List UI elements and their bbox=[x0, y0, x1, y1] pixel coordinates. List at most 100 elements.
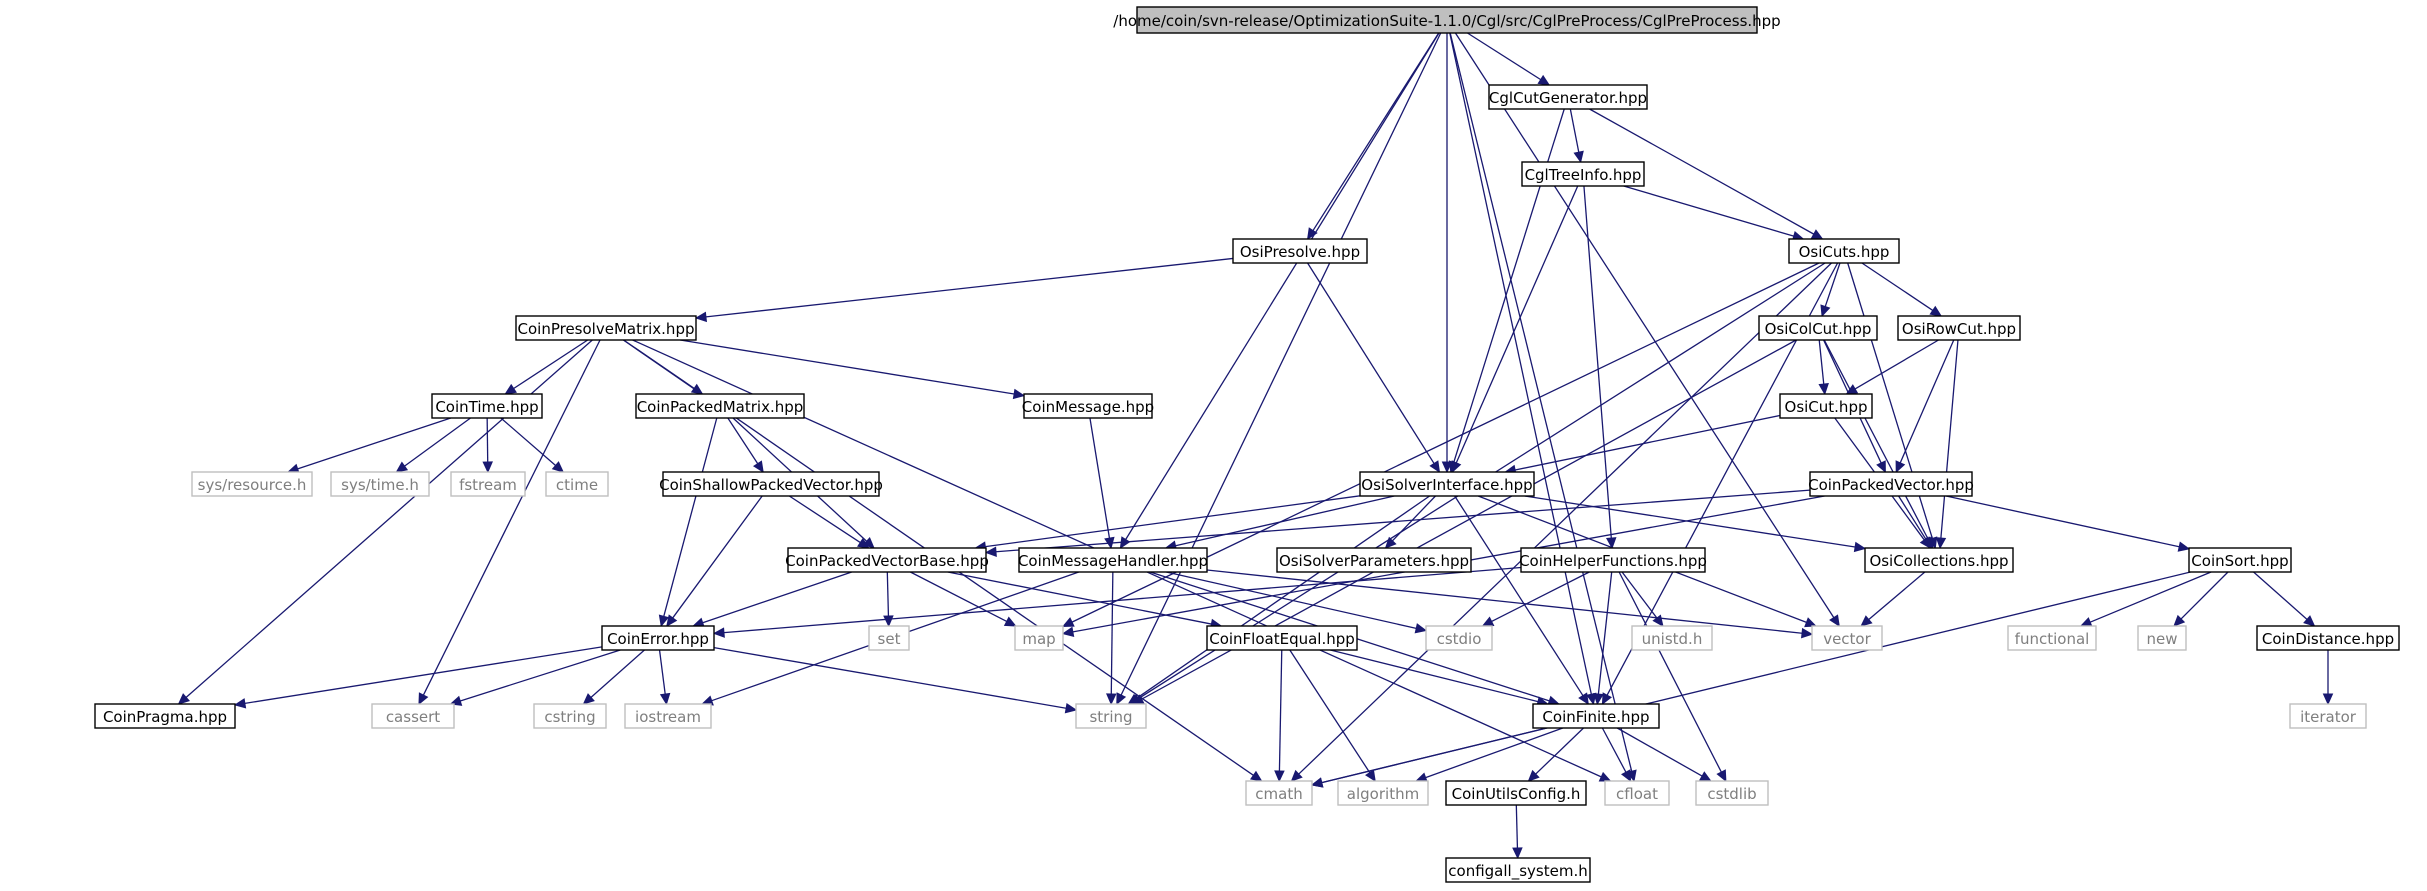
edge-line bbox=[1818, 339, 1825, 385]
node-label: CoinError.hpp bbox=[607, 630, 709, 648]
edge-line bbox=[1454, 32, 1835, 618]
node-coin-finite[interactable]: CoinFinite.hpp bbox=[1532, 703, 1660, 729]
node-box bbox=[1864, 547, 2014, 573]
arrowhead bbox=[2303, 615, 2316, 627]
edge-coin-sort-to-new bbox=[2173, 571, 2229, 627]
node-coin-sort[interactable]: CoinSort.hpp bbox=[2188, 547, 2292, 573]
edge-coin-helper-functions-to-cstdio bbox=[1481, 571, 1590, 627]
node-box bbox=[2137, 625, 2187, 651]
arrowhead bbox=[659, 692, 671, 706]
edge-line bbox=[723, 566, 1522, 634]
node-box bbox=[1488, 84, 1648, 110]
node-configall-system[interactable]: configall_system.h bbox=[1445, 857, 1591, 883]
node-osi-collections[interactable]: OsiCollections.hpp bbox=[1864, 547, 2014, 573]
node-osi-cut[interactable]: OsiCut.hpp bbox=[1779, 393, 1873, 419]
edge-osi-presolve-to-coin-presolve-matrix bbox=[694, 257, 1234, 323]
node-functional: functional bbox=[2007, 625, 2097, 651]
edge-root-to-osi-solver-interface bbox=[1441, 33, 1453, 474]
edge-line bbox=[1583, 185, 1612, 539]
edge-line bbox=[1166, 571, 1417, 629]
arrowhead bbox=[1290, 769, 1303, 782]
edge-line bbox=[1089, 417, 1111, 539]
edge-line bbox=[1861, 262, 1934, 311]
node-cgl-tree-info[interactable]: CglTreeInfo.hpp bbox=[1521, 161, 1645, 187]
edge-osi-solver-interface-to-string bbox=[1127, 495, 1430, 705]
node-coin-shallow-packed-vector[interactable]: CoinShallowPackedVector.hpp bbox=[659, 471, 883, 497]
node-cgl-cut-generator[interactable]: CglCutGenerator.hpp bbox=[1488, 84, 1648, 110]
node-label: vector bbox=[1823, 630, 1871, 648]
edge-line bbox=[460, 649, 621, 702]
node-coin-distance[interactable]: CoinDistance.hpp bbox=[2256, 625, 2400, 651]
edge-line bbox=[1278, 649, 1283, 772]
node-box bbox=[1276, 547, 1472, 573]
node-osi-row-cut[interactable]: OsiRowCut.hpp bbox=[1897, 315, 2021, 341]
edge-line bbox=[1945, 495, 2180, 548]
edge-line bbox=[244, 646, 603, 705]
edge-coin-shallow-packed-vector-to-coin-packed-vector-base bbox=[788, 495, 870, 549]
graph-nodes: /home/coin/svn-release/OptimizationSuite… bbox=[94, 6, 2400, 883]
edge-line bbox=[590, 649, 645, 698]
arrowhead bbox=[1306, 227, 1318, 241]
edge-line bbox=[1449, 32, 1633, 772]
edge-coin-finite-to-coin-utils-config bbox=[1527, 727, 1584, 782]
node-box bbox=[1445, 857, 1591, 883]
edge-line bbox=[705, 257, 1234, 318]
node-coin-utils-config[interactable]: CoinUtilsConfig.h bbox=[1445, 780, 1587, 806]
edge-line bbox=[713, 647, 1067, 709]
node-label: CoinPresolveMatrix.hpp bbox=[518, 320, 695, 338]
node-new: new bbox=[2137, 625, 2187, 651]
node-label: functional bbox=[2015, 630, 2090, 648]
node-vector: vector bbox=[1811, 625, 1883, 651]
node-label: iterator bbox=[2300, 708, 2357, 726]
edge-osi-row-cut-to-osi-cut bbox=[1845, 339, 1939, 395]
node-label: CoinPackedVectorBase.hpp bbox=[785, 552, 989, 570]
edge-coin-packed-vector-base-to-set bbox=[883, 571, 894, 628]
edge-osi-collections-to-vector bbox=[1860, 571, 1926, 627]
node-osi-solver-interface[interactable]: OsiSolverInterface.hpp bbox=[1359, 471, 1535, 497]
node-label: CglCutGenerator.hpp bbox=[1489, 89, 1647, 107]
edge-cgl-cut-generator-to-cgl-tree-info bbox=[1569, 108, 1584, 164]
node-box bbox=[94, 703, 236, 729]
node-osi-cuts[interactable]: OsiCuts.hpp bbox=[1788, 238, 1900, 264]
edge-osi-cuts-to-osi-row-cut bbox=[1861, 262, 1943, 317]
arrowhead bbox=[1573, 150, 1584, 164]
node-coin-time[interactable]: CoinTime.hpp bbox=[431, 393, 543, 419]
edge-osi-solver-interface-to-osi-solver-parameters bbox=[1384, 495, 1436, 549]
node-coin-message-handler[interactable]: CoinMessageHandler.hpp bbox=[1018, 547, 1208, 573]
edge-coin-float-equal-to-cmath bbox=[1274, 649, 1285, 783]
arrowhead bbox=[482, 461, 493, 474]
node-coin-float-equal[interactable]: CoinFloatEqual.hpp bbox=[1206, 625, 1358, 651]
node-osi-solver-parameters[interactable]: OsiSolverParameters.hpp bbox=[1276, 547, 1472, 573]
node-coin-packed-matrix[interactable]: CoinPackedMatrix.hpp bbox=[635, 393, 805, 419]
edge-line bbox=[1454, 495, 1584, 696]
node-osi-presolve[interactable]: OsiPresolve.hpp bbox=[1232, 238, 1368, 264]
node-root[interactable]: /home/coin/svn-release/OptimizationSuite… bbox=[1113, 6, 1781, 34]
node-coin-helper-functions[interactable]: CoinHelperFunctions.hpp bbox=[1519, 547, 1707, 573]
arrowhead bbox=[1598, 771, 1612, 782]
edge-line bbox=[1524, 495, 1856, 548]
arrowhead bbox=[1804, 617, 1817, 628]
node-coin-pragma[interactable]: CoinPragma.hpp bbox=[94, 703, 236, 729]
edge-osi-presolve-to-osi-solver-interface bbox=[1307, 262, 1441, 474]
node-coin-packed-vector[interactable]: CoinPackedVector.hpp bbox=[1808, 471, 1974, 497]
arrowhead bbox=[1716, 769, 1727, 783]
node-label: CoinFloatEqual.hpp bbox=[1209, 630, 1355, 648]
arrowhead bbox=[551, 461, 565, 473]
node-box bbox=[191, 471, 313, 497]
node-coin-error[interactable]: CoinError.hpp bbox=[601, 625, 715, 651]
arrowhead bbox=[1274, 770, 1285, 783]
node-osi-col-cut[interactable]: OsiColCut.hpp bbox=[1758, 315, 1878, 341]
arrowhead bbox=[1621, 769, 1632, 783]
node-coin-packed-vector-base[interactable]: CoinPackedVectorBase.hpp bbox=[785, 547, 989, 573]
arrowhead bbox=[1578, 692, 1589, 706]
node-coin-message[interactable]: CoinMessage.hpp bbox=[1022, 393, 1154, 419]
arrowhead bbox=[1537, 74, 1551, 86]
arrowhead bbox=[1061, 626, 1075, 637]
graph-edges bbox=[177, 32, 2334, 860]
arrowhead bbox=[418, 692, 429, 706]
node-coin-presolve-matrix[interactable]: CoinPresolveMatrix.hpp bbox=[515, 315, 697, 341]
edge-line bbox=[1623, 185, 1794, 237]
arrowhead bbox=[2177, 541, 2191, 552]
node-label: OsiRowCut.hpp bbox=[1902, 320, 2016, 338]
edge-line bbox=[1514, 414, 1781, 471]
